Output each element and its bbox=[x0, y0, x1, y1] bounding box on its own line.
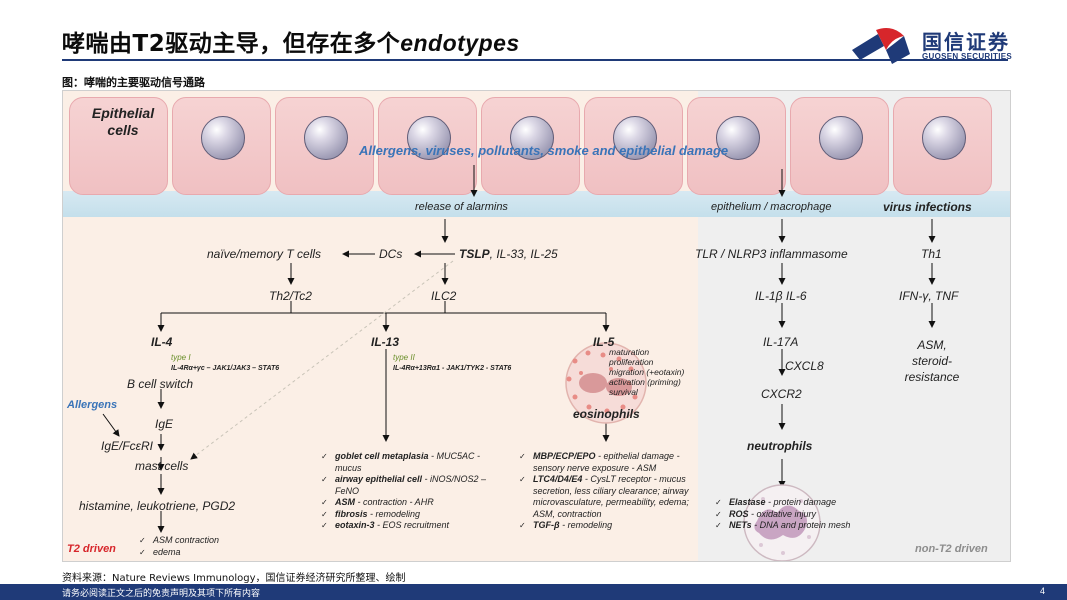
il5-effect: proliferation bbox=[609, 357, 654, 367]
epithelial-cells-label: Epithelial cells bbox=[91, 105, 155, 138]
title-chinese: 哮喘由T2驱动主导，但存在多个 bbox=[62, 31, 401, 57]
title-divider bbox=[62, 59, 1008, 61]
mast-outcome: edema bbox=[139, 547, 219, 559]
il17a-label: IL-17A bbox=[763, 335, 799, 349]
cxcr2-label: CXCR2 bbox=[761, 387, 802, 401]
type-2-label: type II bbox=[393, 353, 415, 362]
triggers-label: Allergens, viruses, pollutants, smoke an… bbox=[359, 143, 729, 158]
mast-outcome: ASM contraction bbox=[139, 535, 219, 547]
il33-il25-label: , IL-33, IL-25 bbox=[489, 247, 558, 261]
guosen-logo-icon bbox=[852, 28, 910, 64]
ige-label: IgE bbox=[155, 417, 174, 431]
ifn-tnf-label: IFN-γ, TNF bbox=[899, 289, 959, 303]
il5-effect: maturation bbox=[609, 347, 650, 357]
page-number: 4 bbox=[1039, 586, 1045, 596]
eosinophil-cell-icon bbox=[565, 342, 647, 424]
il13-outcome: fibrosis - remodeling bbox=[321, 509, 499, 521]
page-title: 哮喘由T2驱动主导，但存在多个endotypes bbox=[62, 24, 520, 58]
eosinophil-outcome: MBP/ECP/EPO - epithelial damage - sensor… bbox=[519, 451, 699, 474]
eosinophil-outcome: TGF-β - remodeling bbox=[519, 520, 699, 532]
il13-outcome: goblet cell metaplasia - MUC5AC - mucus bbox=[321, 451, 499, 474]
il13-outcome: ASM - contraction - AHR bbox=[321, 497, 499, 509]
cell-nucleus bbox=[201, 116, 245, 160]
il5-effect: migration (+eotaxin) bbox=[609, 367, 685, 377]
cell-nucleus bbox=[407, 116, 451, 160]
title-italic: endotypes bbox=[400, 30, 520, 56]
cxcl8-label: CXCL8 bbox=[785, 359, 824, 373]
eosinophil-outcome: LTC4/D4/E4 - CysLT receptor - mucus secr… bbox=[519, 474, 699, 520]
virus-infections-label: virus infections bbox=[883, 200, 972, 214]
source-note: 资料来源：Nature Reviews Immunology，国信证券经济研究所… bbox=[62, 573, 406, 584]
basement-membrane bbox=[63, 191, 1010, 217]
il5-label: IL-5 bbox=[593, 335, 615, 349]
epithelial-cell bbox=[687, 97, 786, 195]
neutrophil-outcome: Elastase - protein damage bbox=[715, 497, 915, 509]
logo-english-name: GUOSEN SECURITIES bbox=[922, 52, 1013, 61]
epithelial-cell bbox=[584, 97, 683, 195]
il13-outcome: airway epithelial cell - iNOS/NOS2 – FeN… bbox=[321, 474, 499, 497]
epithelium-macrophage-label: epithelium / macrophage bbox=[711, 201, 832, 213]
il4-label: IL-4 bbox=[151, 335, 173, 349]
il13-label: IL-13 bbox=[371, 335, 400, 349]
th1-label: Th1 bbox=[921, 247, 942, 261]
mast-outcomes-list: ASM contraction edema bbox=[139, 535, 219, 558]
il13-outcomes-list: goblet cell metaplasia - MUC5AC - mucus … bbox=[321, 451, 499, 532]
naive-memory-t-cells: naïve/memory T cells bbox=[207, 247, 322, 261]
non-t2-driven-label: non-T2 driven bbox=[915, 543, 988, 555]
cell-nucleus bbox=[716, 116, 760, 160]
asthma-pathway-diagram: Epithelial cells Allergens, viruses, pol… bbox=[62, 90, 1011, 562]
epithelial-cell bbox=[481, 97, 580, 195]
il5-effects-list: maturation proliferation migration (+eot… bbox=[609, 347, 684, 397]
ige-fceri-label: IgE/FcεRI bbox=[101, 439, 153, 453]
mediators-label: histamine, leukotriene, PGD2 bbox=[79, 499, 236, 513]
guosen-logo: 国信证券 GUOSEN SECURITIES bbox=[848, 24, 1018, 66]
epithelial-cell bbox=[893, 97, 992, 195]
asm-steroid-resistance: ASM, steroid-resistance bbox=[904, 338, 960, 384]
cell-nucleus bbox=[510, 116, 554, 160]
neutrophil-outcomes-list: Elastase - protein damage ROS - oxidativ… bbox=[715, 497, 915, 532]
cell-nucleus bbox=[819, 116, 863, 160]
footer-bar: 请务必阅读正文之后的免责声明及其项下所有内容 4 bbox=[0, 584, 1067, 600]
neutrophil-outcome: NETs - DNA and protein mesh bbox=[715, 520, 915, 532]
epithelial-cell bbox=[378, 97, 477, 195]
eosinophil-outcomes-list: MBP/ECP/EPO - epithelial damage - sensor… bbox=[519, 451, 699, 532]
il5-effect: activation (priming) bbox=[609, 377, 681, 387]
mast-cells-label: mast cells bbox=[135, 459, 189, 473]
alarmins-label: TSLP, IL-33, IL-25 bbox=[459, 247, 558, 261]
il13-receptor-signaling: IL-4Rα+13Rα1 - JAK1/TYK2 - STAT6 bbox=[393, 365, 512, 372]
th2-tc2-label: Th2/Tc2 bbox=[269, 289, 312, 303]
disclaimer-text: 请务必阅读正文之后的免责声明及其项下所有内容 bbox=[62, 589, 261, 599]
neutrophil-outcome: ROS - oxidative injury bbox=[715, 509, 915, 521]
epithelial-cell bbox=[172, 97, 271, 195]
neutrophils-label: neutrophils bbox=[747, 439, 813, 453]
il4-receptor-signaling: IL-4Rα+γc – JAK1/JAK3 – STAT6 bbox=[171, 365, 280, 372]
il5-effect: survival bbox=[609, 387, 638, 397]
tslp-label: TSLP bbox=[459, 247, 490, 261]
figure-caption: 图：哮喘的主要驱动信号通路 bbox=[62, 76, 205, 89]
epithelial-cell bbox=[790, 97, 889, 195]
type-1-label: type I bbox=[171, 353, 191, 362]
t2-driven-label: T2 driven bbox=[67, 543, 116, 555]
logo-chinese-name: 国信证券 bbox=[922, 30, 1010, 54]
dcs-label: DCs bbox=[379, 247, 403, 261]
allergens-label: Allergens bbox=[67, 399, 118, 411]
cell-nucleus bbox=[304, 116, 348, 160]
release-alarmins-label: release of alarmins bbox=[415, 201, 508, 213]
eosinophils-label: eosinophils bbox=[573, 407, 640, 421]
il13-outcome: eotaxin-3 - EOS recruitment bbox=[321, 520, 499, 532]
il1b-il6-label: IL-1β IL-6 bbox=[755, 289, 807, 303]
b-cell-switch-label: B cell switch bbox=[127, 377, 194, 391]
cell-nucleus bbox=[613, 116, 657, 160]
ilc2-label: ILC2 bbox=[431, 289, 457, 303]
epithelial-cell bbox=[275, 97, 374, 195]
tlr-nlrp3-label: TLR / NLRP3 inflammasome bbox=[695, 247, 848, 261]
epithelial-cell bbox=[69, 97, 168, 195]
cell-nucleus bbox=[922, 116, 966, 160]
